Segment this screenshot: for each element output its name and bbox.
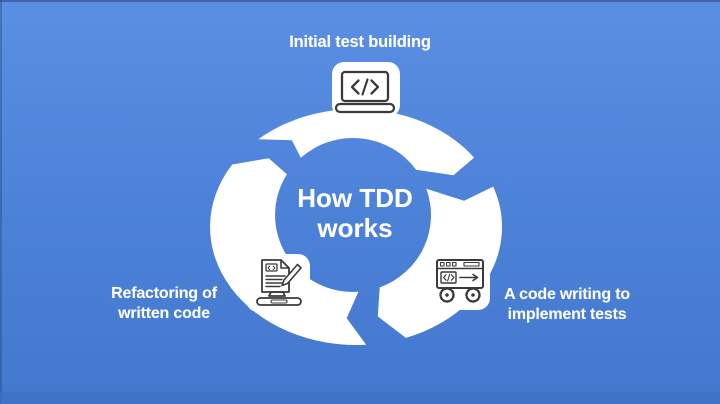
cycle-arrow-top — [258, 108, 475, 176]
document-pencil-icon — [246, 254, 310, 312]
diagram-title-line1: How TDD — [297, 183, 413, 213]
step-label-refactoring-line2: written code — [118, 305, 210, 322]
laptop-code-icon — [332, 62, 400, 117]
step-label-code-writing-line2: implement tests — [507, 306, 627, 323]
step-label-refactoring: Refactoring of written code — [54, 284, 274, 324]
step-label-refactoring-line1: Refactoring of — [111, 285, 217, 302]
diagram-title-line2: works — [317, 213, 393, 243]
code-machine-icon — [428, 253, 490, 310]
step-label-initial-test-building: Initial test building — [289, 33, 431, 51]
step-label-code-writing: A code writing to implement tests — [457, 285, 677, 325]
diagram-title: How TDD works — [250, 183, 460, 243]
step-label-code-writing-line1: A code writing to — [504, 286, 630, 303]
